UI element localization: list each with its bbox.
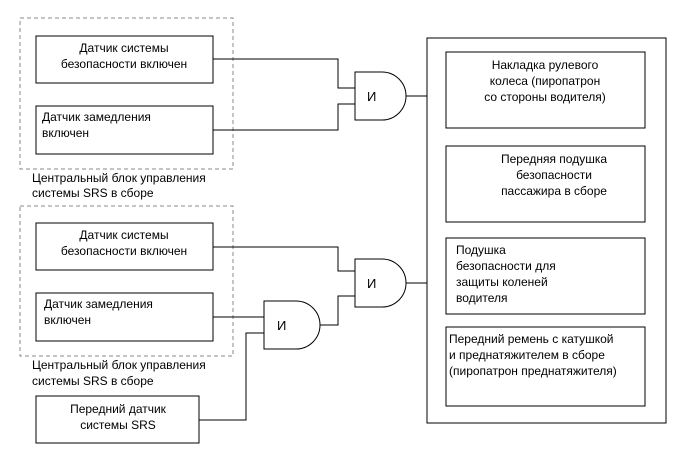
and-gate-1-label: И xyxy=(367,89,376,104)
top-group-label-line-1: Центральный блок управления xyxy=(32,171,206,185)
bottom-safety-sensor-line-2: безопасности включен xyxy=(61,244,187,258)
wire-top-safety-to-gate1 xyxy=(213,58,355,89)
wire-top-decel-to-gate1 xyxy=(213,103,355,131)
front-sensor-box xyxy=(35,395,200,444)
output-seatbelt-pretensioner-box xyxy=(445,326,646,407)
output-3-line-1: Подушка xyxy=(456,243,506,257)
top-decel-sensor-line-2: включен xyxy=(42,126,89,140)
bottom-group-label-line-2: системы SRS в сборе xyxy=(32,374,154,388)
wire-bottom-safety-to-gate2 xyxy=(213,246,355,272)
output-4-line-1: Передний ремень с катушкой xyxy=(449,332,614,346)
output-3-line-4: водителя xyxy=(456,291,508,305)
top-decel-sensor-box xyxy=(35,105,214,155)
output-1-line-2: колеса (пиропатрон xyxy=(490,74,600,88)
top-safety-sensor-box xyxy=(35,35,214,84)
and-gate-2-label: И xyxy=(367,276,376,291)
bottom-safety-sensor-line-1: Датчик системы xyxy=(79,228,168,242)
top-decel-sensor-line-1: Датчик замедления xyxy=(42,110,151,124)
wire-front-sensor-to-gate3 xyxy=(199,332,264,421)
top-group-label-line-2: системы SRS в сборе xyxy=(32,186,154,200)
group-top-frame xyxy=(19,17,234,170)
output-steering-wheel-pad-box xyxy=(445,51,646,129)
output-3-line-3: защиты коленей xyxy=(456,275,548,289)
and-gate-1 xyxy=(354,71,407,121)
output-4-line-3: (пиропатрон преднатяжителя) xyxy=(449,364,617,378)
group-bottom-frame xyxy=(19,205,234,357)
output-3-line-2: безопасности для xyxy=(456,259,556,273)
bottom-safety-sensor-box xyxy=(35,222,214,271)
output-knee-airbag-box xyxy=(445,237,646,315)
output-1-line-3: со стороны водителя) xyxy=(484,90,606,104)
top-safety-sensor-line-2: безопасности включен xyxy=(61,57,187,71)
output-passenger-airbag-box xyxy=(445,145,646,223)
bottom-decel-sensor-box xyxy=(35,292,214,342)
bottom-decel-sensor-line-2: включен xyxy=(44,313,91,327)
and-gate-2 xyxy=(354,258,407,308)
output-2-line-1: Передняя подушка xyxy=(501,152,607,166)
wire-gate3-to-gate2 xyxy=(320,295,355,326)
top-safety-sensor-line-1: Датчик системы xyxy=(79,41,168,55)
and-gate-3-label: И xyxy=(277,318,286,333)
output-4-line-2: и преднатяжителем в сборе xyxy=(449,348,605,362)
and-gate-3 xyxy=(263,300,321,350)
output-2-line-3: пассажира в сборе xyxy=(501,184,607,198)
output-1-line-1: Накладка рулевого xyxy=(492,58,599,72)
bottom-decel-sensor-line-1: Датчик замедления xyxy=(44,297,153,311)
bottom-group-label-line-1: Центральный блок управления xyxy=(32,358,206,372)
front-sensor-line-1: Передний датчик xyxy=(70,402,167,416)
output-2-line-2: безопасности xyxy=(516,168,592,182)
front-sensor-line-2: системы SRS xyxy=(80,418,156,432)
